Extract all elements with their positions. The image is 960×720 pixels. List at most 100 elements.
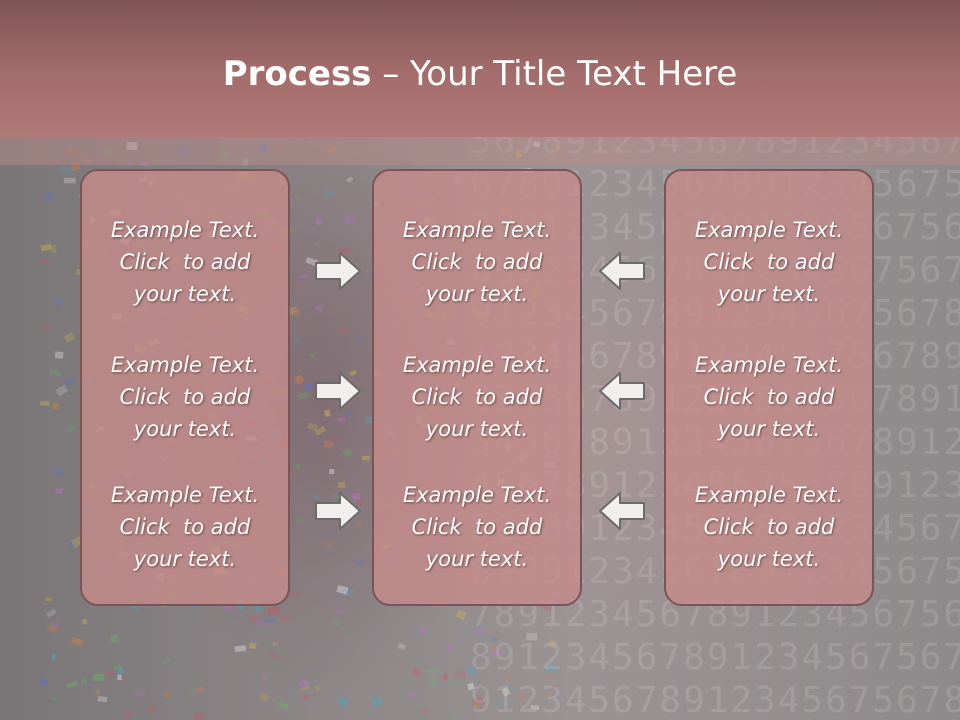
speckle [145,704,157,713]
item-line: your text. [717,417,821,441]
speckle [329,468,335,475]
speckle [49,244,58,254]
arrow-right-icon [315,372,361,410]
speckle [112,665,122,671]
speckle [335,606,345,616]
speckle [473,702,480,709]
speckle [345,176,354,183]
speckle [55,384,69,397]
box-3-item-2[interactable]: Example Text. Click to add your text. [666,349,872,445]
box-3-item-3[interactable]: Example Text. Click to add your text. [666,479,872,575]
speckle [513,137,524,145]
speckle [280,616,291,621]
speckle [337,417,346,422]
speckle [295,515,304,525]
item-line: your text. [133,282,237,306]
arrow-left-icon [599,372,645,410]
speckle [43,322,50,331]
speckle [294,335,301,344]
speckle [47,624,59,634]
speckle [70,163,81,172]
speckle [126,161,133,167]
speckle [64,332,75,343]
speckle [490,637,498,642]
speckle [40,400,51,406]
box-1-item-1[interactable]: Example Text. Click to add your text. [82,214,288,310]
speckle [63,177,76,184]
arrow-right-icon [315,252,361,290]
speckle [407,690,420,700]
speckle [546,664,557,674]
box-2-item-1[interactable]: Example Text. Click to add your text. [374,214,580,310]
process-box-1[interactable]: Example Text. Click to add your text. Ex… [80,169,290,606]
speckle [355,520,362,528]
speckle [242,158,248,166]
box-3-item-1[interactable]: Example Text. Click to add your text. [666,214,872,310]
speckle [38,676,49,687]
box-1-item-3[interactable]: Example Text. Click to add your text. [82,479,288,575]
item-line: Example Text. [694,353,844,377]
speckle [257,143,269,154]
box-2-item-2[interactable]: Example Text. Click to add your text. [374,349,580,445]
speckle [276,701,290,710]
speckle [298,679,309,688]
speckle [323,440,334,450]
speckle [302,695,308,700]
speckle [334,494,340,499]
speckle [304,383,314,391]
speckle [272,641,280,647]
speckle [70,536,83,548]
speckle [397,643,407,651]
speckle [472,696,485,708]
speckle [299,273,310,280]
speckle [269,651,280,660]
speckle [262,674,269,680]
title-banner-stripe [0,137,960,165]
item-line: Example Text. [110,483,260,507]
box-1-item-2[interactable]: Example Text. Click to add your text. [82,349,288,445]
speckle [133,690,146,697]
speckle [501,686,511,697]
speckle [66,424,77,433]
speckle [476,627,485,635]
speckle [50,696,60,701]
speckle [314,685,321,692]
speckle [249,615,259,624]
item-line: Example Text. [402,483,552,507]
speckle [234,645,247,653]
speckle [349,369,357,377]
speckle [341,587,355,597]
speckle [454,670,466,678]
speckle [354,560,366,565]
speckle [109,634,120,644]
speckle [467,667,475,674]
speckle [129,605,139,610]
speckle [312,493,321,501]
speckle [441,673,449,682]
speckle [548,639,557,649]
box-2-item-3[interactable]: Example Text. Click to add your text. [374,479,580,575]
speckle [101,147,113,158]
arrow-left-icon [599,252,645,290]
speckle [258,692,270,703]
item-line: Click to add [703,250,835,274]
speckle [42,191,55,203]
process-box-3[interactable]: Example Text. Click to add your text. Ex… [664,169,874,606]
speckle [48,368,62,377]
speckle [248,642,257,650]
slide-title[interactable]: Process – Your Title Text Here [0,52,960,96]
speckle [51,653,57,661]
speckle [325,145,338,155]
title-text: – Your Title Text Here [371,54,738,94]
speckle [429,676,439,686]
process-box-2[interactable]: Example Text. Click to add your text. Ex… [372,169,582,606]
speckle [97,696,108,703]
speckle [52,620,61,629]
speckle [324,409,331,417]
item-line: your text. [425,417,529,441]
arrow-left-icon [599,492,645,530]
speckle [126,141,138,151]
speckle [308,352,316,358]
speckle [455,609,467,621]
speckle [314,304,324,313]
